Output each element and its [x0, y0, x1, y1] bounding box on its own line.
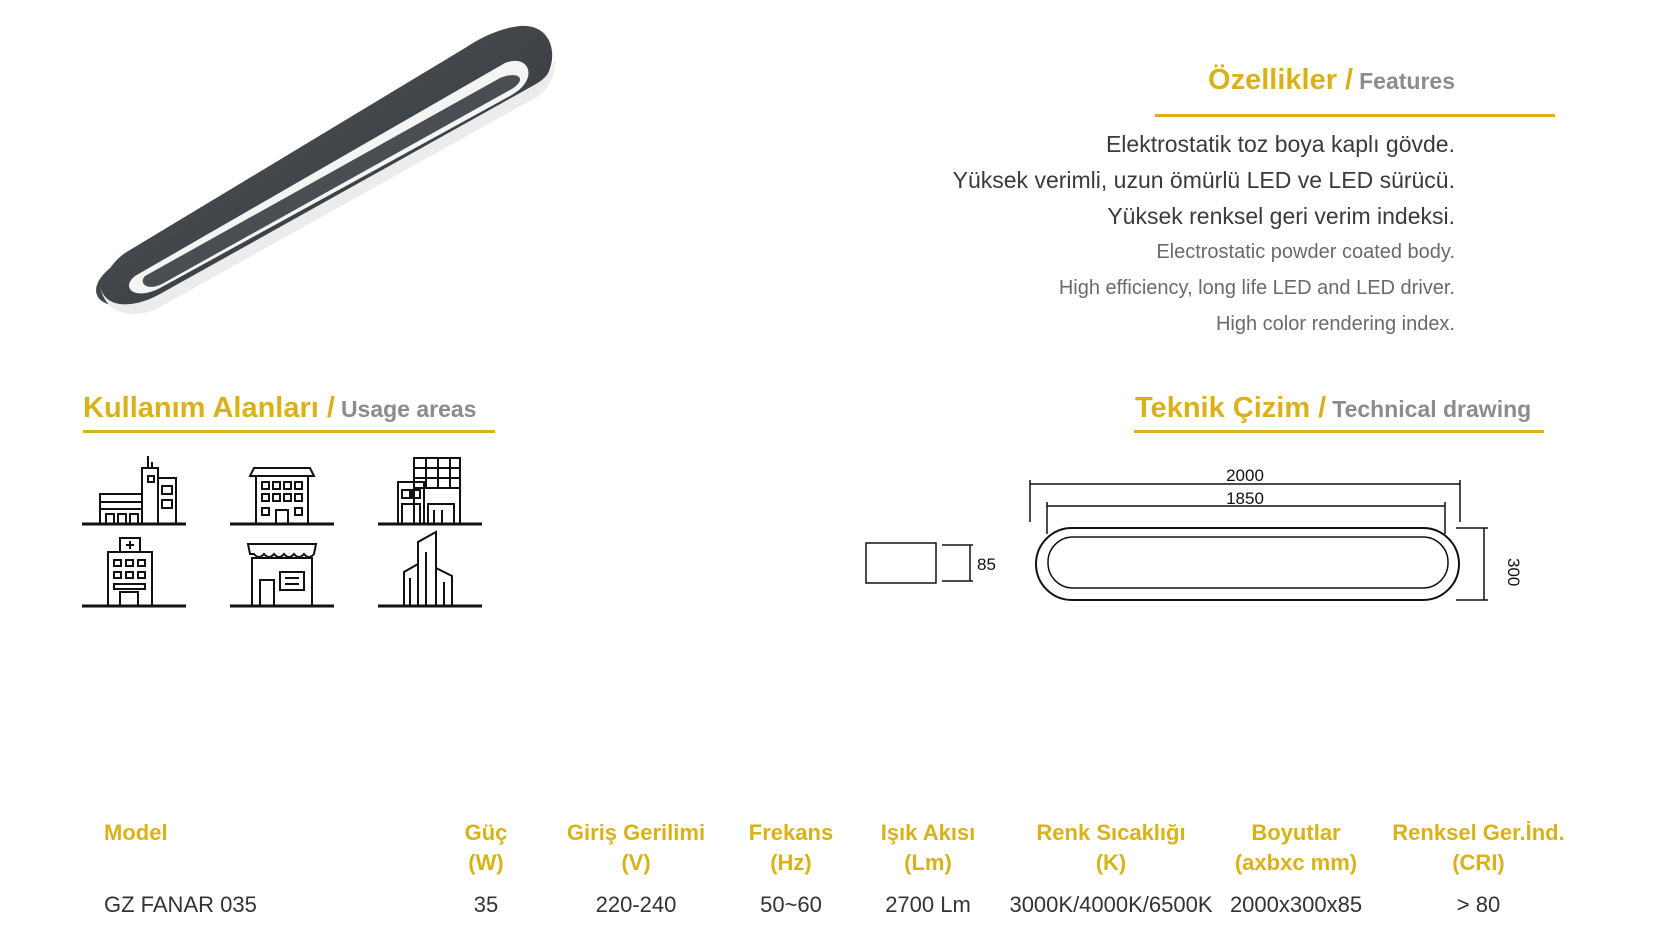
- header-color-temp: Renk Sıcaklığı: [1036, 820, 1186, 845]
- col-model: Model GZ FANAR 035: [104, 818, 257, 918]
- top-view-inner: [1047, 536, 1449, 589]
- factory-icon: [82, 456, 186, 526]
- technical-drawing: 85 2000 1850 300: [865, 466, 1523, 601]
- feature-line: Elektrostatik toz boya kaplı gövde.: [1105, 131, 1455, 157]
- features-underline: [1155, 114, 1555, 117]
- header-power: Güç: [464, 820, 508, 845]
- usage-title-tr: Kullanım Alanları /: [83, 392, 335, 424]
- header-flux-unit: (Lm): [904, 850, 952, 875]
- dim-total-length: 2000: [1226, 466, 1264, 485]
- cell-cri: > 80: [1456, 892, 1501, 917]
- spec-table: Model GZ FANAR 035 Güç (W) 35 Giriş Geri…: [96, 818, 1576, 928]
- side-view-profile: [865, 542, 937, 584]
- col-color-temp: Renk Sıcaklığı (K) 3000K/4000K/6500K: [1006, 818, 1216, 918]
- feature-line: Yüksek renksel geri verim indeksi.: [1107, 203, 1455, 229]
- technical-heading: Teknik Çizim /Technical drawing: [1135, 392, 1531, 425]
- cell-power: 35: [473, 892, 499, 917]
- feature-line-en: High color rendering index.: [1215, 313, 1455, 335]
- usage-title-en: Usage areas: [340, 396, 477, 422]
- col-dimensions: Boyutlar (axbxc mm) 2000x300x85: [1221, 818, 1371, 918]
- feature-line-en: High efficiency, long life LED and LED d…: [1058, 277, 1455, 299]
- top-view-outer: [1035, 527, 1460, 601]
- col-frequency: Frekans (Hz) 50~60: [731, 818, 851, 918]
- col-cri: Renksel Ger.İnd. (CRI) > 80: [1386, 818, 1571, 918]
- features-heading: Özellikler /Features: [1208, 64, 1455, 97]
- header-dimensions-unit: (axbxc mm): [1234, 850, 1358, 875]
- usage-icons: [82, 456, 482, 608]
- cell-color-temp: 3000K/4000K/6500K: [1009, 892, 1213, 917]
- usage-heading: Kullanım Alanları /Usage areas: [83, 392, 476, 425]
- header-power-unit: (W): [468, 850, 504, 875]
- features-title-en: Features: [1359, 68, 1455, 94]
- technical-title-tr: Teknik Çizim /: [1135, 392, 1327, 424]
- features-title-tr: Özellikler /: [1208, 64, 1354, 96]
- col-flux: Işık Akısı (Lm) 2700 Lm: [858, 818, 998, 918]
- col-power: Güç (W) 35: [441, 818, 531, 918]
- col-voltage: Giriş Gerilimi (V) 220-240: [546, 818, 726, 918]
- header-color-temp-unit: (K): [1095, 850, 1127, 875]
- feature-line-en: Electrostatic powder coated body.: [1156, 241, 1455, 263]
- header-frequency: Frekans: [748, 820, 834, 845]
- dim-inner-length: 1850: [1226, 489, 1264, 508]
- office-building-icon: [378, 457, 482, 526]
- header-cri: Renksel Ger.İnd.: [1392, 820, 1565, 845]
- header-flux: Işık Akısı: [880, 820, 976, 845]
- shop-icon: [230, 543, 334, 608]
- hospital-icon: [82, 537, 186, 608]
- feature-line: Yüksek verimli, uzun ömürlü LED ve LED s…: [952, 167, 1455, 193]
- skyscraper-icon: [378, 530, 482, 608]
- dim-height: 85: [977, 555, 996, 574]
- cell-dimensions: 2000x300x85: [1229, 892, 1363, 917]
- header-voltage: Giriş Gerilimi: [566, 820, 706, 845]
- product-image: [96, 25, 556, 315]
- header-frequency-unit: (Hz): [770, 850, 812, 875]
- header-model: Model: [104, 820, 168, 845]
- cell-flux: 2700 Lm: [885, 892, 971, 917]
- apartment-icon: [230, 467, 334, 526]
- header-cri-unit: (CRI): [1452, 850, 1505, 875]
- features-list: Elektrostatik toz boya kaplı gövde. Yüks…: [953, 126, 1455, 342]
- header-dimensions: Boyutlar: [1251, 820, 1341, 845]
- technical-underline: [1134, 430, 1544, 433]
- dim-width: 300: [1504, 558, 1523, 586]
- usage-underline: [83, 430, 495, 433]
- header-voltage-unit: (V): [621, 850, 651, 875]
- cell-model: GZ FANAR 035: [104, 892, 257, 917]
- cell-frequency: 50~60: [760, 892, 822, 917]
- technical-title-en: Technical drawing: [1332, 396, 1532, 422]
- cell-voltage: 220-240: [595, 892, 677, 917]
- header-model-unit: [104, 848, 257, 878]
